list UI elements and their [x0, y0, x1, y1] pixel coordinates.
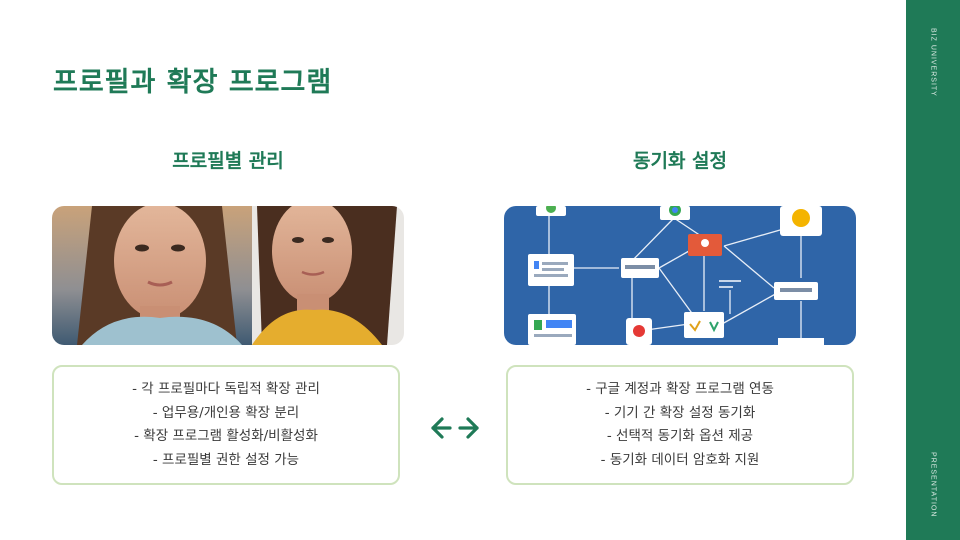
- right-feature-list: - 구글 계정과 확장 프로그램 연동 - 기기 간 확장 설정 동기화 - 선…: [586, 378, 774, 472]
- right-feature-card: - 구글 계정과 확장 프로그램 연동 - 기기 간 확장 설정 동기화 - 선…: [506, 365, 854, 485]
- right-feature-item: - 동기화 데이터 암호화 지원: [600, 451, 760, 468]
- portrait-image: [52, 206, 404, 345]
- left-feature-card: - 각 프로필마다 독립적 확장 관리 - 업무용/개인용 확장 분리 - 확장…: [52, 365, 400, 485]
- left-heading: 프로필별 관리: [172, 150, 284, 172]
- page-title: 프로필과 확장 프로그램: [53, 67, 333, 98]
- right-heading: 동기화 설정: [632, 150, 727, 172]
- right-feature-item: - 구글 계정과 확장 프로그램 연동: [586, 381, 774, 397]
- sidebar-band: BIZ UNIVERSITY PRESENTATION: [906, 0, 960, 540]
- presentation-label: PRESENTATION: [929, 452, 937, 518]
- left-feature-list: - 각 프로필마다 독립적 확장 관리 - 업무용/개인용 확장 분리 - 확장…: [132, 378, 320, 472]
- right-feature-item: - 선택적 동기화 옵션 제공: [606, 428, 754, 444]
- left-feature-item: - 각 프로필마다 독립적 확장 관리: [132, 381, 320, 397]
- portrait-photo-icon: [52, 206, 404, 345]
- sync-network-diagram-icon: [504, 206, 856, 345]
- left-feature-item: - 확장 프로그램 활성화/비활성화: [134, 428, 318, 444]
- double-arrow-icon: [431, 417, 479, 439]
- brand-label: BIZ UNIVERSITY: [929, 28, 937, 97]
- left-feature-item: - 업무용/개인용 확장 분리: [152, 404, 300, 421]
- right-feature-item: - 기기 간 확장 설정 동기화: [604, 404, 756, 421]
- left-feature-item: - 프로필별 권한 설정 가능: [152, 451, 300, 468]
- sync-diagram-image: [504, 206, 856, 345]
